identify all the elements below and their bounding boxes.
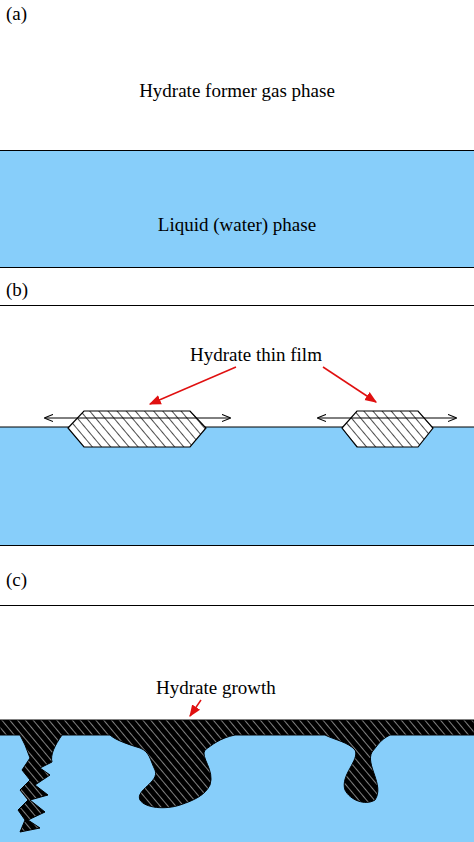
leader-arrow xyxy=(323,367,376,402)
leader-arrow xyxy=(150,367,236,404)
growth-arrow xyxy=(45,418,230,419)
liquid-band: Liquid (water) phase xyxy=(0,150,474,268)
panel-letter: (a) xyxy=(6,3,27,25)
band-label: Liquid (water) phase xyxy=(0,214,474,236)
callout-label: Hydrate growth xyxy=(156,677,276,699)
hydrate-growth xyxy=(0,720,474,832)
water-region xyxy=(0,720,474,842)
panel-border xyxy=(0,305,474,306)
gas-band: Hydrate former gas phase xyxy=(0,0,474,150)
callout-label: Hydrate thin film xyxy=(190,344,322,366)
panel-border xyxy=(0,605,474,606)
hydrate-film xyxy=(342,411,433,447)
panel-letter: (c) xyxy=(6,569,27,591)
leader-arrow xyxy=(190,700,201,716)
hydrate-film xyxy=(68,411,206,447)
band-label: Hydrate former gas phase xyxy=(0,80,474,102)
panel-border xyxy=(0,545,474,546)
growth-arrow xyxy=(318,418,456,419)
panel-letter: (b) xyxy=(6,279,28,301)
